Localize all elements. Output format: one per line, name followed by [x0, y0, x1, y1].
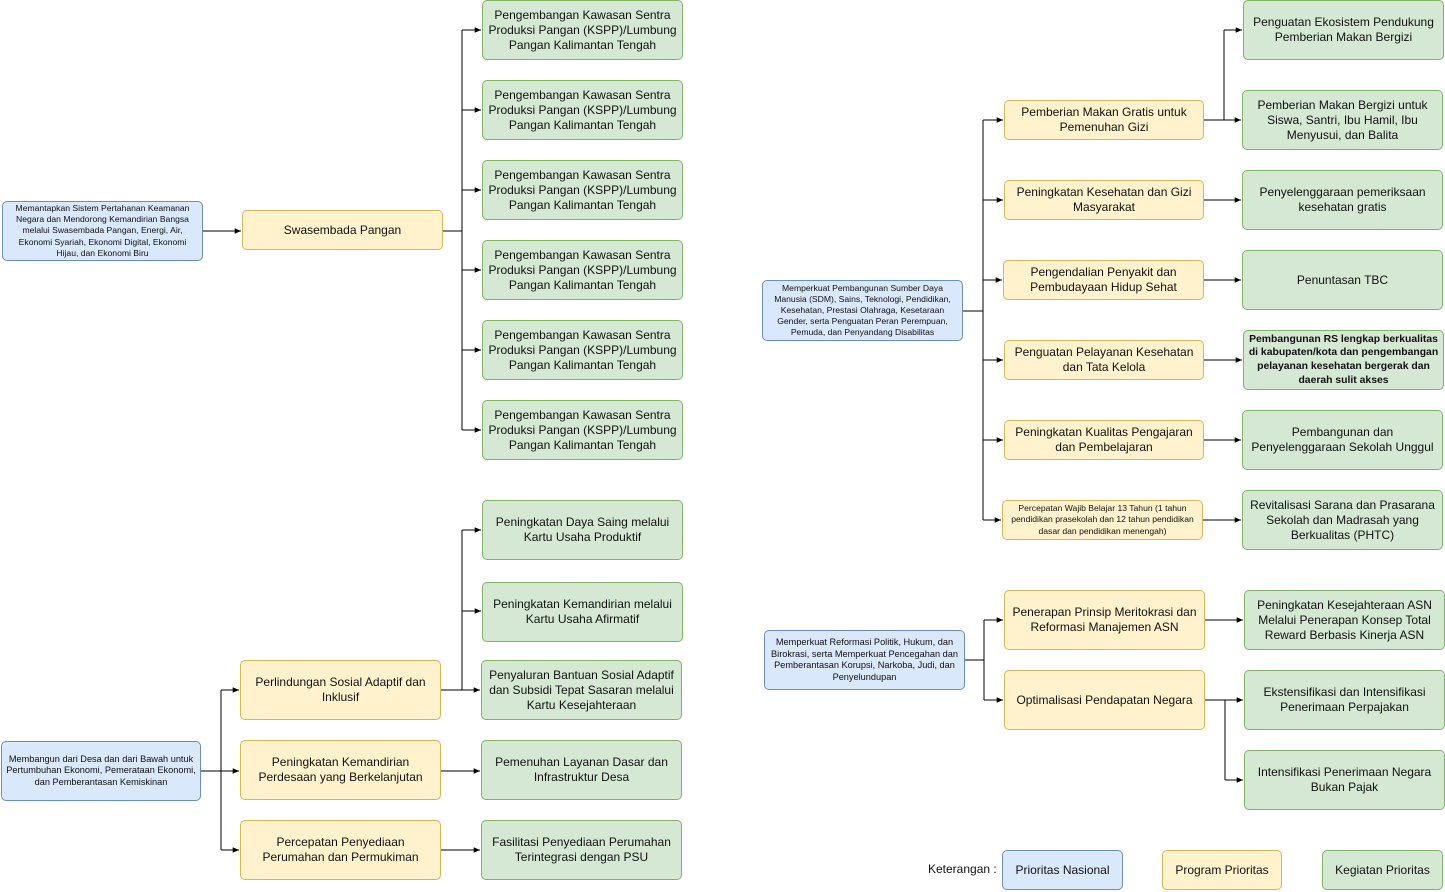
- pn3-program-2-node: Pengendalian Penyakit dan Pembudayaan Hi…: [1003, 260, 1204, 300]
- pn4-program-0-node: Penerapan Prinsip Meritokrasi dan Reform…: [1004, 590, 1205, 650]
- legend-title: Keterangan :: [928, 862, 997, 876]
- pn1-kegiatan-3: Pengembangan Kawasan Sentra Produksi Pan…: [482, 240, 683, 300]
- pn1-kegiatan-0: Pengembangan Kawasan Sentra Produksi Pan…: [482, 0, 683, 60]
- pn4-node: Memperkuat Reformasi Politik, Hukum, dan…: [764, 630, 965, 690]
- pn2-node: Membangun dari Desa dan dari Bawah untuk…: [1, 741, 201, 801]
- pn2-kegiatan-0-1: Peningkatan Kemandirian melalui Kartu Us…: [482, 582, 683, 642]
- pn1-node: Memantapkan Sistem Pertahanan Keamanan N…: [2, 201, 203, 261]
- pn3-kegiatan-4-0: Pembangunan dan Penyelenggaraan Sekolah …: [1242, 410, 1443, 470]
- legend-program-prioritas: Program Prioritas: [1162, 850, 1282, 890]
- pn3-kegiatan-0-1: Pemberian Makan Bergizi untuk Siswa, San…: [1242, 90, 1443, 150]
- pn3-program-5-node: Percepatan Wajib Belajar 13 Tahun (1 tah…: [1002, 500, 1203, 540]
- pn4-kegiatan-1-0: Ekstensifikasi dan Intensifikasi Penerim…: [1244, 670, 1445, 730]
- pn4-kegiatan-1-1: Intensifikasi Penerimaan Negara Bukan Pa…: [1244, 750, 1445, 810]
- legend-prioritas-nasional: Prioritas Nasional: [1002, 850, 1123, 890]
- pn3-program-4-node: Peningkatan Kualitas Pengajaran dan Pemb…: [1004, 420, 1204, 460]
- pn3-kegiatan-3-0: Pembangunan RS lengkap berkualitas di ka…: [1243, 330, 1444, 390]
- pn1-program-0-node: Swasembada Pangan: [242, 210, 443, 250]
- pn3-program-1-node: Peningkatan Kesehatan dan Gizi Masyaraka…: [1004, 180, 1204, 220]
- pn3-kegiatan-5-0: Revitalisasi Sarana dan Prasarana Sekola…: [1242, 490, 1443, 550]
- pn4-program-1-node: Optimalisasi Pendapatan Negara: [1004, 670, 1205, 730]
- pn2-program-1-node: Peningkatan Kemandirian Perdesaan yang B…: [240, 740, 441, 800]
- pn2-program-2-node: Percepatan Penyediaan Perumahan dan Perm…: [240, 820, 441, 880]
- pn1-kegiatan-5: Pengembangan Kawasan Sentra Produksi Pan…: [482, 400, 683, 460]
- pn3-program-0-node: Pemberian Makan Gratis untuk Pemenuhan G…: [1004, 100, 1204, 140]
- legend-kegiatan-prioritas: Kegiatan Prioritas: [1322, 850, 1443, 890]
- pn3-program-3-node: Penguatan Pelayanan Kesehatan dan Tata K…: [1004, 340, 1204, 380]
- pn1-kegiatan-1: Pengembangan Kawasan Sentra Produksi Pan…: [482, 80, 683, 140]
- pn1-kegiatan-2: Pengembangan Kawasan Sentra Produksi Pan…: [482, 160, 683, 220]
- pn1-kegiatan-4: Pengembangan Kawasan Sentra Produksi Pan…: [482, 320, 683, 380]
- pn3-node: Memperkuat Pembangunan Sumber Daya Manus…: [762, 280, 963, 341]
- pn3-kegiatan-1-0: Penyelenggaraan pemeriksaan kesehatan gr…: [1242, 170, 1443, 230]
- pn3-kegiatan-0-0: Penguatan Ekosistem Pendukung Pemberian …: [1243, 0, 1444, 60]
- pn3-kegiatan-2-0: Penuntasan TBC: [1242, 250, 1443, 310]
- pn2-kegiatan-0-2: Penyaluran Bantuan Sosial Adaptif dan Su…: [481, 660, 682, 720]
- pn2-kegiatan-2-0: Fasilitasi Penyediaan Perumahan Terinteg…: [481, 820, 682, 880]
- pn2-program-0-node: Perlindungan Sosial Adaptif dan Inklusif: [240, 660, 441, 720]
- pn4-kegiatan-0-0: Peningkatan Kesejahteraan ASN Melalui Pe…: [1244, 590, 1445, 650]
- pn2-kegiatan-0-0: Peningkatan Daya Saing melalui Kartu Usa…: [482, 500, 683, 560]
- pn2-kegiatan-1-0: Pemenuhan Layanan Dasar dan Infrastruktu…: [481, 740, 682, 800]
